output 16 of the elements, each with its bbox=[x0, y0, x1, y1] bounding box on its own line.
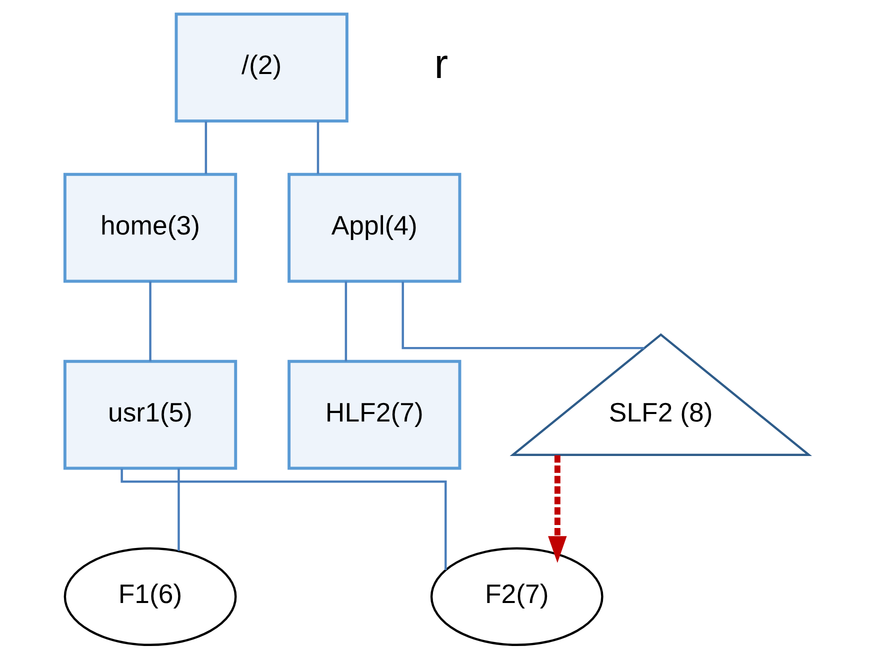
connector bbox=[344, 281, 348, 362]
connector bbox=[204, 121, 208, 174]
connector bbox=[402, 282, 644, 350]
label: r bbox=[434, 40, 448, 87]
connector bbox=[178, 468, 180, 551]
node-box: home(3) bbox=[63, 172, 238, 283]
node-box: HLF2(7) bbox=[288, 360, 462, 470]
connector bbox=[316, 121, 320, 174]
node-box: usr1(5) bbox=[63, 360, 238, 470]
node-ellipse: F2(7) bbox=[430, 547, 604, 646]
arrow bbox=[548, 455, 567, 563]
node-box: Appl(4) bbox=[288, 172, 462, 283]
node-box: /(2) bbox=[174, 12, 348, 122]
connector bbox=[149, 281, 152, 362]
connector bbox=[120, 468, 447, 570]
node-ellipse: F1(6) bbox=[64, 547, 237, 646]
